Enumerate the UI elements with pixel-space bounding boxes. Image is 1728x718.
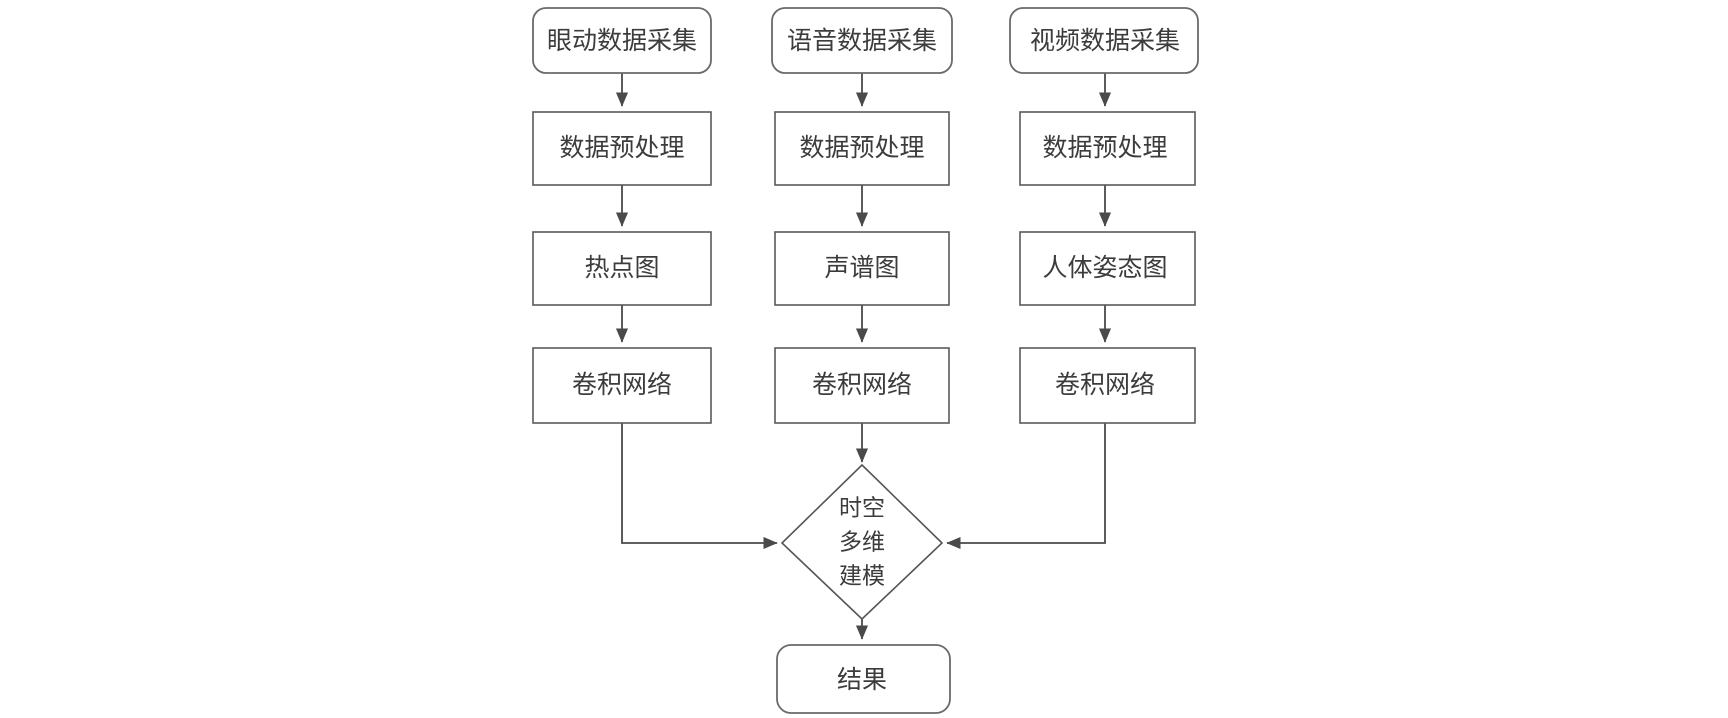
edge-video-cnn-to-fusion [946, 423, 1106, 550]
edges-layer [615, 73, 1112, 640]
eye-cnn-label: 卷积网络 [572, 370, 672, 399]
result-shape[interactable] [776, 644, 951, 714]
fusion-label-line-2: 多维 [839, 530, 885, 556]
speech-capture-shape[interactable] [771, 7, 953, 74]
node-video-pose[interactable]: 人体姿态图 [1019, 231, 1196, 306]
node-eye-preprocess[interactable]: 数据预处理 [532, 111, 712, 186]
edge-eye-cnn-to-fusion [621, 423, 778, 550]
video-preprocess-label: 数据预处理 [1042, 133, 1167, 162]
fusion-diamond-shape[interactable] [780, 463, 944, 621]
node-speech-capture[interactable]: 语音数据采集 [771, 7, 953, 74]
video-cnn-shape[interactable] [1019, 347, 1196, 424]
node-result[interactable]: 结果 [776, 644, 951, 714]
node-speech-cnn[interactable]: 卷积网络 [774, 347, 950, 424]
node-eye-heatmap[interactable]: 热点图 [532, 231, 712, 306]
node-eye-capture[interactable]: 眼动数据采集 [532, 7, 712, 74]
video-pose-label: 人体姿态图 [1042, 253, 1167, 282]
node-video-capture[interactable]: 视频数据采集 [1009, 7, 1199, 74]
video-capture-label: 视频数据采集 [1030, 26, 1180, 55]
video-preprocess-shape[interactable] [1019, 111, 1196, 186]
node-fusion[interactable]: 时空 多维 建模 [780, 463, 944, 621]
eye-preprocess-label: 数据预处理 [559, 133, 684, 162]
eye-heatmap-shape[interactable] [532, 231, 712, 306]
node-speech-spectrogram[interactable]: 声谱图 [774, 231, 950, 306]
speech-preprocess-label: 数据预处理 [799, 133, 924, 162]
eye-cnn-shape[interactable] [532, 347, 712, 424]
speech-spectrogram-shape[interactable] [774, 231, 950, 306]
node-speech-preprocess[interactable]: 数据预处理 [774, 111, 950, 186]
speech-cnn-shape[interactable] [774, 347, 950, 424]
speech-cnn-label: 卷积网络 [812, 370, 912, 399]
eye-capture-shape[interactable] [532, 7, 712, 74]
node-video-cnn[interactable]: 卷积网络 [1019, 347, 1196, 424]
speech-capture-label: 语音数据采集 [787, 26, 937, 55]
node-video-preprocess[interactable]: 数据预处理 [1019, 111, 1196, 186]
speech-spectrogram-label: 声谱图 [824, 253, 899, 282]
video-pose-shape[interactable] [1019, 231, 1196, 306]
result-label: 结果 [837, 665, 887, 694]
video-cnn-label: 卷积网络 [1055, 370, 1155, 399]
fusion-label-line-3: 建模 [839, 564, 885, 590]
eye-capture-label: 眼动数据采集 [547, 26, 697, 55]
node-eye-cnn[interactable]: 卷积网络 [532, 347, 712, 424]
speech-preprocess-shape[interactable] [774, 111, 950, 186]
video-capture-shape[interactable] [1009, 7, 1199, 74]
fusion-label-line-1: 时空 [839, 496, 885, 522]
eye-heatmap-label: 热点图 [584, 253, 659, 282]
eye-preprocess-shape[interactable] [532, 111, 712, 186]
